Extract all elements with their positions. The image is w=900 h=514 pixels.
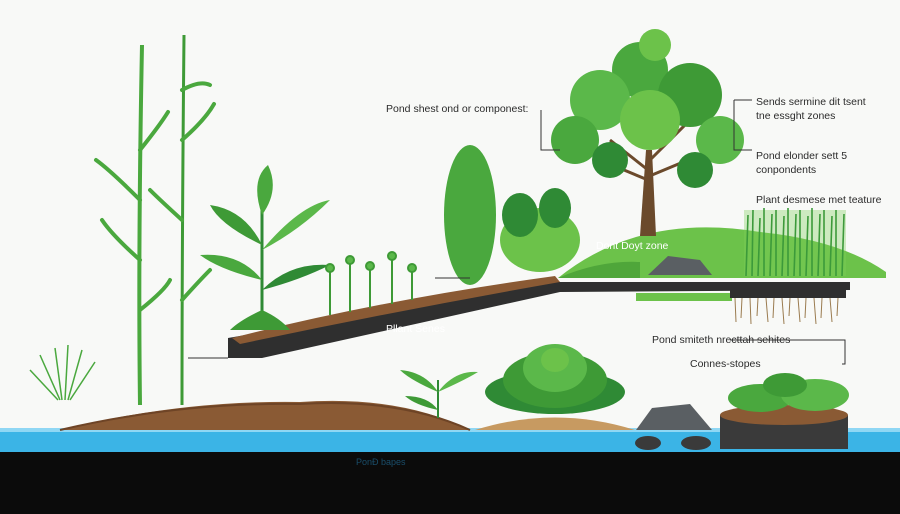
slope-sprouts	[325, 251, 417, 315]
small-plant	[400, 370, 478, 418]
water-stone	[681, 436, 711, 450]
label-plant-texture: Plant desmese met teature	[756, 194, 882, 206]
left-soil-top	[59, 402, 471, 431]
tree	[551, 29, 744, 236]
roots	[734, 297, 839, 325]
leader-lines	[188, 99, 846, 365]
left-soil-mound	[60, 400, 470, 430]
label-cones: Connes-stopes	[690, 358, 761, 370]
root-strip	[730, 282, 846, 298]
green-hill-shade	[558, 261, 640, 278]
center-soil-mound	[475, 417, 635, 430]
label-pond-sheet: Pond shest ond or componest:	[386, 103, 529, 115]
label-zones-line1: Sends sermine dit tsent	[756, 96, 866, 108]
hill-strip	[636, 293, 732, 301]
soil-slope	[232, 276, 560, 344]
grass-texture-block	[744, 208, 846, 277]
label-plant-senes: Pllant Senes	[386, 323, 445, 335]
water-stone	[635, 436, 661, 450]
label-zones-line2: tne essght zones	[756, 110, 836, 122]
broad-leaf-plant	[200, 165, 330, 330]
tall-reeds	[94, 34, 216, 406]
raised-bed	[720, 373, 849, 449]
label-pond-bottom: PonĐ bapes	[356, 457, 406, 467]
label-smitech: Pond smiteth nrecttah sehites	[652, 334, 791, 346]
grass-tuft	[29, 344, 96, 401]
pond-bottom-ground	[0, 452, 900, 514]
label-elonder-line1: Pond elonder sett 5	[756, 150, 848, 162]
label-elonder-line2: conpondents	[756, 164, 817, 176]
center-rock	[636, 404, 712, 430]
succulent	[485, 344, 625, 414]
hill-rock	[648, 256, 712, 275]
label-dont-zone: Dont Doyt zone	[596, 240, 669, 252]
fern-plants	[444, 145, 580, 285]
